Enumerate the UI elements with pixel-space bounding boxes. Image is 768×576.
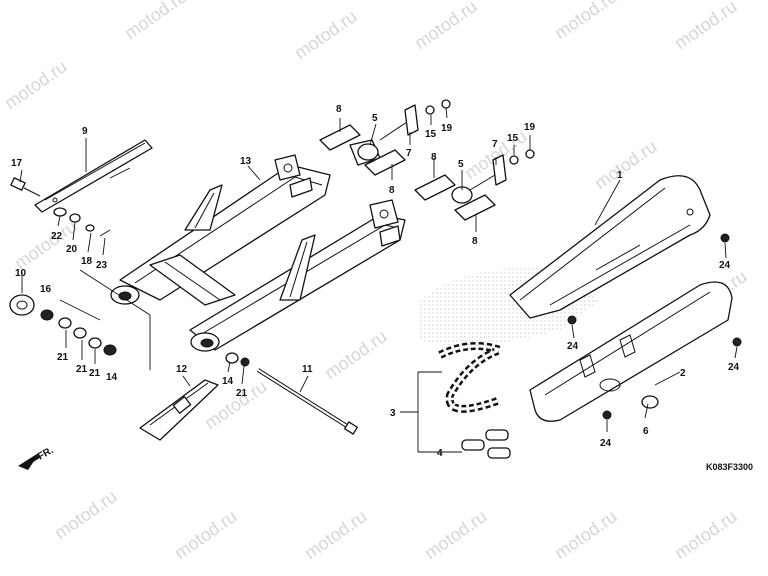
watermark: motod.ru (551, 506, 621, 563)
callout-14b: 14 (106, 372, 118, 383)
chain-adjuster-lower (414, 149, 535, 221)
watermark: motod.ru (551, 0, 621, 43)
chain-slider-12 (139, 379, 219, 441)
callout-7a: 7 (406, 148, 412, 159)
callout-5a: 5 (372, 113, 378, 124)
callout-18: 18 (81, 256, 93, 267)
callout-20: 20 (66, 244, 78, 255)
master-link-4 (461, 429, 511, 459)
callout-21c: 21 (89, 368, 101, 379)
callout-24d: 24 (600, 438, 612, 449)
callout-22: 22 (51, 231, 63, 242)
callout-21d: 21 (236, 388, 248, 399)
callout-8b: 8 (389, 185, 395, 196)
callout-19a: 19 (441, 123, 453, 134)
callout-3: 3 (390, 408, 396, 419)
callout-14a: 14 (222, 376, 234, 387)
callout-21b: 21 (76, 364, 88, 375)
callout-5b: 5 (458, 159, 464, 170)
callout-13: 13 (240, 156, 252, 167)
watermark: motod.ru (321, 326, 391, 383)
chain-guard-2 (529, 281, 733, 422)
callout-12: 12 (176, 364, 188, 375)
watermark: motod.ru (671, 0, 741, 53)
callout-23: 23 (96, 260, 108, 271)
swingarm (110, 154, 406, 352)
callout-19b: 19 (524, 122, 536, 133)
watermark: motod.ru (291, 6, 361, 63)
bolt-17 (10, 177, 41, 197)
callout-16: 16 (40, 284, 52, 295)
watermark: motod.ru (51, 486, 121, 543)
callout-10: 10 (15, 268, 27, 279)
pivot-bolt-11 (256, 368, 359, 435)
callout-15b: 15 (507, 133, 519, 144)
callout-17: 17 (11, 158, 23, 169)
chain-guide-bracket (34, 139, 153, 213)
callout-8d: 8 (472, 236, 478, 247)
drive-chain-3 (438, 342, 513, 413)
callout-8a: 8 (336, 104, 342, 115)
callout-15a: 15 (425, 129, 437, 140)
callout-8c: 8 (431, 152, 437, 163)
callout-24a: 24 (719, 260, 731, 271)
callout-21a: 21 (57, 352, 69, 363)
watermark: motod.ru (421, 506, 491, 563)
grommet-6 (641, 395, 659, 409)
watermark-layer: motod.ru motod.ru motod.ru motod.ru moto… (1, 0, 751, 563)
watermark: motod.ru (671, 506, 741, 563)
callout-11: 11 (302, 364, 313, 375)
callout-1: 1 (617, 170, 623, 181)
callout-9: 9 (82, 126, 88, 137)
reference-code: K083F3300 (706, 462, 753, 472)
watermark: motod.ru (411, 0, 481, 53)
callout-7b: 7 (492, 139, 498, 150)
watermark: motod.ru (121, 0, 191, 43)
callout-2: 2 (680, 368, 686, 379)
watermark: motod.ru (1, 56, 71, 113)
watermark: motod.ru (591, 136, 661, 193)
pivot-washers (40, 309, 250, 367)
callout-6: 6 (643, 426, 649, 437)
watermark: motod.ru (171, 506, 241, 563)
watermark: motod.ru (301, 506, 371, 563)
leader-lines (19, 107, 738, 453)
pivot-bushing-10 (9, 294, 35, 316)
front-direction-arrow: FR. (18, 445, 56, 470)
callout-4: 4 (437, 448, 443, 459)
washers-22-20 (53, 207, 111, 237)
callout-labels: 1 2 3 4 5 5 6 7 7 8 8 8 8 9 10 11 12 13 … (11, 104, 740, 459)
callout-24b: 24 (567, 341, 579, 352)
fr-label: FR. (36, 445, 56, 463)
callout-24c: 24 (728, 362, 740, 373)
chain-adjuster-upper (319, 99, 451, 176)
chain-case-1 (509, 175, 711, 319)
bolts-24 (567, 233, 742, 420)
